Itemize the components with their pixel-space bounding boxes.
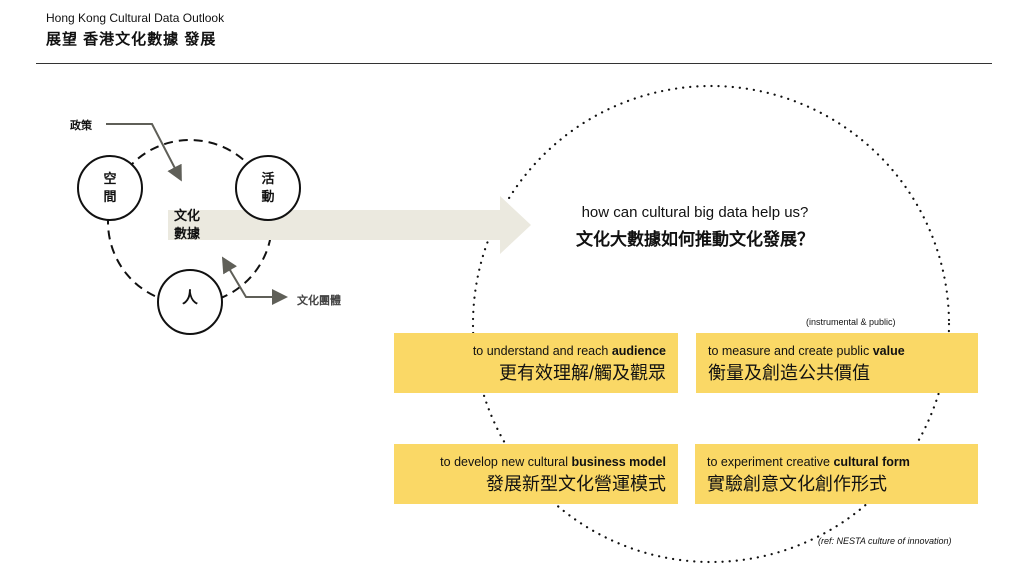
en-prefix: to measure and create public <box>708 344 873 358</box>
node-space-char: 空 <box>103 171 117 186</box>
big-arrow <box>168 196 531 254</box>
box-audience-en: to understand and reach audience <box>406 344 666 358</box>
node-activity: 活 動 <box>252 170 284 206</box>
en-bold: cultural form <box>833 455 910 469</box>
title-chinese: 展望 香港文化數據 發展 <box>46 31 217 48</box>
policy-arrow <box>106 123 182 182</box>
title-english: Hong Kong Cultural Data Outlook <box>46 11 225 25</box>
center-label-line: 文化 <box>174 208 201 223</box>
en-prefix: to develop new cultural <box>440 455 572 469</box>
box-cultural-form: to experiment creative cultural form 實驗創… <box>695 444 978 504</box>
en-bold: business model <box>571 455 666 469</box>
box-cultural-form-zh: 實驗創意文化創作形式 <box>707 474 887 494</box>
node-space-char: 間 <box>103 189 117 204</box>
center-label: 文化 數據 <box>174 207 200 243</box>
box-audience: to understand and reach audience 更有效理解/觸… <box>394 333 678 393</box>
box-cultural-form-en: to experiment creative cultural form <box>707 455 966 469</box>
question-english: how can cultural big data help us? <box>581 204 809 221</box>
en-bold: audience <box>611 344 666 358</box>
groups-label: 文化團體 <box>297 295 341 307</box>
node-activity-char: 動 <box>261 189 275 204</box>
instrumental-note: (instrumental & public) <box>806 317 896 327</box>
en-prefix: to understand and reach <box>472 344 612 358</box>
reference-note: (ref: NESTA culture of innovation) <box>818 536 952 546</box>
box-business-model: to develop new cultural business model 發… <box>394 444 678 504</box>
box-value: to measure and create public value 衡量及創造… <box>696 333 978 393</box>
big-dotted-circle <box>471 84 951 564</box>
node-space: 空 間 <box>94 170 126 206</box>
node-activity-char: 活 <box>261 171 275 186</box>
en-prefix: to experiment creative <box>707 455 834 469</box>
box-value-en: to measure and create public value <box>708 344 966 358</box>
box-business-model-en: to develop new cultural business model <box>406 455 666 469</box>
node-activity-circle <box>235 155 301 221</box>
policy-label: 政策 <box>70 120 92 132</box>
box-business-model-zh: 發展新型文化營運模式 <box>486 474 666 494</box>
question-chinese: 文化大數據如何推動文化發展？ <box>576 230 814 249</box>
node-people: 人 <box>181 290 198 307</box>
center-label-line: 數據 <box>174 226 201 241</box>
node-space-circle <box>77 155 143 221</box>
node-people-circle <box>157 269 223 335</box>
box-value-zh: 衡量及創造公共價值 <box>708 363 870 383</box>
box-audience-zh: 更有效理解/觸及觀眾 <box>498 363 666 383</box>
header-divider <box>36 63 992 64</box>
en-bold: value <box>872 344 905 358</box>
